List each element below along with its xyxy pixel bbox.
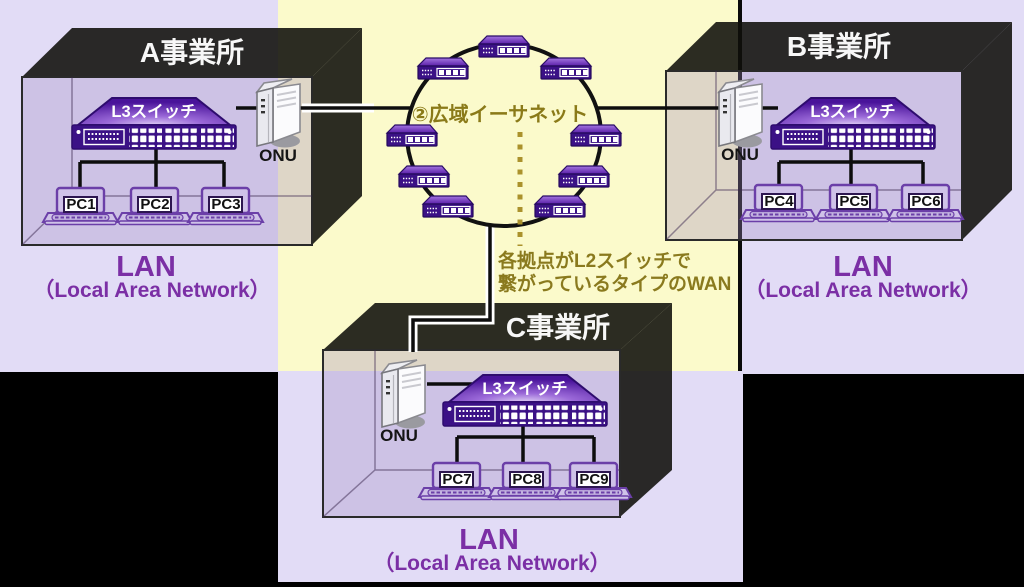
pc-label: PC2 <box>140 196 169 213</box>
onu-icon <box>381 359 426 430</box>
lan-subtitle-b: （Local Area Network） <box>744 278 981 302</box>
lan-title-a: LAN <box>116 251 176 283</box>
lan-subtitle-a: （Local Area Network） <box>33 278 270 302</box>
pc-label: PC3 <box>211 196 240 213</box>
wan-ring-label: ②広域イーサネット <box>412 102 589 126</box>
office-b-floor-lines <box>665 71 962 241</box>
office-a-roof <box>22 28 362 77</box>
l3-switch-label-a: L3スイッチ <box>111 103 196 121</box>
office-a-right-wall <box>312 28 362 245</box>
pc-label: PC4 <box>764 193 794 210</box>
lan-bus-c <box>455 426 596 466</box>
lan-bus-a <box>78 149 226 190</box>
l2-switch-icon <box>417 57 469 80</box>
l2-switch-icon <box>478 35 530 58</box>
onu-label-b: ONU <box>721 145 759 164</box>
l3-switch-label-c: L3スイッチ <box>482 380 567 398</box>
office-b-roof <box>666 22 1012 71</box>
l3-switch-label-b: L3スイッチ <box>810 103 895 121</box>
office-c-right-wall <box>620 303 672 517</box>
l2-switch-icon <box>570 124 622 147</box>
office-c-roof <box>323 303 672 350</box>
pc-label: PC1 <box>66 196 95 213</box>
pc-label: PC8 <box>512 471 541 488</box>
lan-title-c: LAN <box>459 524 519 556</box>
onu-label-a: ONU <box>259 146 297 165</box>
office-a-title: A事業所 <box>140 37 244 68</box>
lan-bus-b <box>777 149 925 187</box>
lan-subtitle-c: （Local Area Network） <box>373 551 610 575</box>
office-c-title: C事業所 <box>506 312 610 343</box>
onu-icon <box>256 78 301 149</box>
lan-title-b: LAN <box>833 251 893 283</box>
l2-switch-icon <box>422 195 474 218</box>
office-b-right-wall <box>962 22 1012 240</box>
l2-switch-icon <box>398 165 450 188</box>
l2-switch-icon <box>540 57 592 80</box>
l2-switch-icon <box>386 124 438 147</box>
pc-label: PC6 <box>911 193 940 210</box>
pc-label: PC7 <box>442 471 471 488</box>
onu-label-c: ONU <box>380 426 418 445</box>
wan-annotation-line1: 各拠点がL2スイッチで <box>497 249 691 272</box>
l2-switch-icon <box>558 165 610 188</box>
pc-label: PC5 <box>839 193 868 210</box>
office-b-title: B事業所 <box>787 31 891 62</box>
link-c-to-ring <box>411 224 492 352</box>
l2-switch-icon <box>534 195 586 218</box>
onu-icon <box>718 78 763 149</box>
pc-label: PC9 <box>579 471 608 488</box>
network-links <box>78 103 925 466</box>
wan-annotation-line2: 繋がっているタイプのWAN <box>498 272 731 295</box>
